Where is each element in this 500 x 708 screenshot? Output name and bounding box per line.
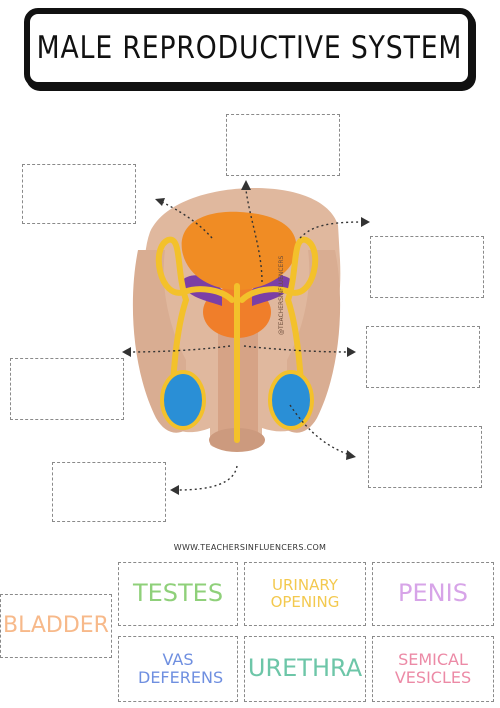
worksheet-title: MALE REPRODUCTIVE SYSTEM: [36, 30, 462, 66]
bladder: [181, 211, 297, 290]
arrowhead-middle-right: [347, 347, 356, 357]
answer-blank-upper-right[interactable]: [370, 236, 484, 298]
vas-deferens-left: [155, 236, 235, 423]
answer-blank-middle-right[interactable]: [366, 326, 480, 388]
word-card-label: BLADDER: [3, 613, 109, 639]
answer-blank-lower-right[interactable]: [368, 426, 482, 488]
word-card-label: SEMICAL VESICLES: [394, 649, 472, 687]
arrowhead-middle-left: [122, 347, 131, 357]
watermark-text: @TEACHERSINFLUENCERS: [278, 256, 285, 335]
answer-blank-upper-left[interactable]: [22, 164, 136, 224]
word-card-label: URINARY OPENING: [270, 575, 340, 611]
word-card-semical-vesicles[interactable]: SEMICAL VESICLES: [372, 636, 494, 702]
title-box: MALE REPRODUCTIVE SYSTEM: [24, 8, 474, 88]
leader-upper-right: [299, 221, 363, 239]
leader-lower-left: [177, 465, 238, 491]
website-credit: WWW.TEACHERSINFLUENCERS.COM: [173, 543, 327, 552]
word-card-vas-deferens[interactable]: VAS DEFERENS: [118, 636, 238, 702]
word-card-bladder[interactable]: BLADDER: [0, 594, 112, 658]
word-card-label: PENIS: [398, 579, 468, 608]
leader-middle-left: [129, 345, 231, 353]
arrowhead-upper-right: [361, 217, 370, 227]
answer-blank-middle-left[interactable]: [10, 358, 124, 420]
testis-right: [268, 370, 314, 430]
arrowhead-lower-left: [170, 485, 179, 495]
word-card-urethra[interactable]: URETHRA: [244, 636, 366, 702]
arrowhead-top: [241, 180, 251, 190]
arrowhead-upper-left: [155, 198, 165, 206]
vas-deferens-right: [239, 236, 319, 423]
word-card-label: URETHRA: [247, 654, 363, 683]
word-card-urinary-opening[interactable]: URINARY OPENING: [244, 562, 366, 626]
word-card-testes[interactable]: TESTES: [118, 562, 238, 626]
word-card-label: TESTES: [132, 579, 224, 608]
leader-middle-right: [243, 345, 349, 353]
testis-left: [160, 370, 206, 430]
leader-lower-right: [289, 404, 351, 456]
word-card-penis[interactable]: PENIS: [372, 562, 494, 626]
word-card-label: VAS DEFERENS: [138, 649, 224, 687]
leader-upper-left: [161, 201, 213, 239]
answer-blank-top[interactable]: [226, 114, 340, 176]
arrowhead-lower-right: [346, 450, 356, 460]
answer-blank-lower-left[interactable]: [52, 462, 166, 522]
